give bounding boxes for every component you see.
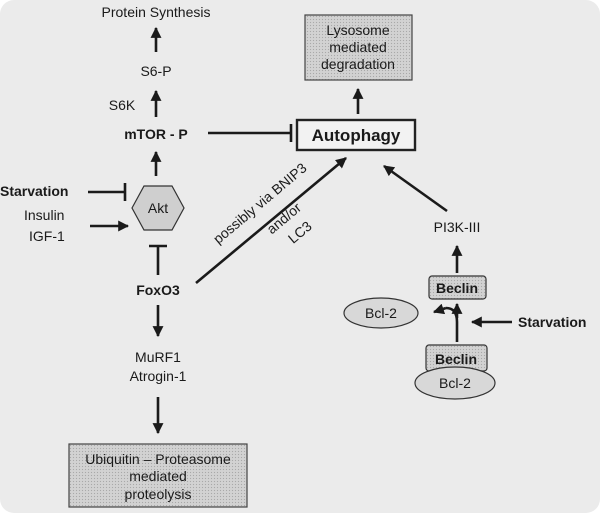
atrogin1-label: Atrogin-1 (130, 368, 187, 384)
starvation-left-label: Starvation (0, 183, 68, 199)
beclin-top-label: Beclin (436, 280, 478, 296)
bcl2-free-label: Bcl-2 (365, 305, 397, 321)
autophagy-box (295, 118, 417, 152)
akt-hexagon-shape (131, 185, 185, 231)
beclin-bottom-label: Beclin (435, 351, 477, 367)
arrow-foxo3-to-autophagy (195, 157, 347, 284)
mtor-label: mTOR - P (124, 126, 188, 142)
lysosome-box (304, 14, 413, 81)
lysosome-label-line2: mediated (329, 39, 387, 55)
akt-label: Akt (148, 200, 168, 216)
ubiquitin-box (68, 443, 248, 508)
foxo3-label: FoxO3 (136, 282, 180, 298)
lysosome-label-line3: degradation (321, 56, 395, 72)
bcl2-bound-ellipse (414, 366, 496, 400)
beclin-top-box (428, 275, 487, 300)
lysosome-label-line1: Lysosome (326, 22, 390, 38)
ubiquitin-label-line2: mediated (129, 468, 187, 484)
bcl2-free-ellipse (343, 297, 419, 329)
bcl2-bound-label: Bcl-2 (439, 375, 471, 391)
autophagy-label: Autophagy (312, 126, 401, 145)
insulin-label: Insulin (24, 207, 64, 223)
s6p-label: S6-P (140, 63, 171, 79)
protein-synthesis-label: Protein Synthesis (102, 4, 211, 20)
s6k-label: S6K (109, 97, 136, 113)
starvation-right-label: Starvation (518, 314, 586, 330)
pi3k-label: PI3K-III (434, 219, 481, 235)
arrow-release-bcl2 (432, 303, 447, 315)
ubiquitin-label-line1: Ubiquitin – Proteasome (85, 451, 231, 467)
ubiquitin-label-line3: proteolysis (125, 486, 192, 502)
murf1-label: MuRF1 (135, 349, 181, 365)
igf1-label: IGF-1 (29, 228, 65, 244)
arrow-pi3k-to-autophagy (383, 164, 448, 213)
